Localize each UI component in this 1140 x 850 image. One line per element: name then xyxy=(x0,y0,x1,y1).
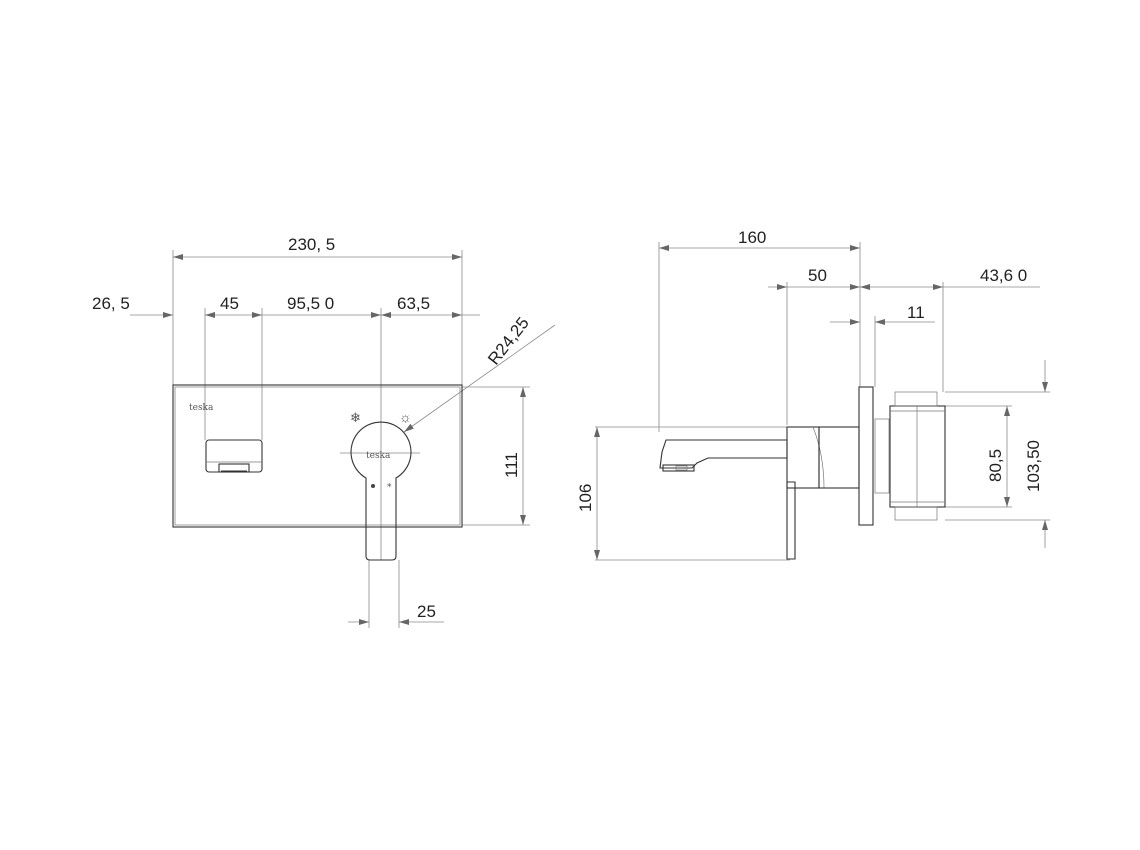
side-dimension-lines xyxy=(594,245,1048,560)
dim-left-offset: 26, 5 xyxy=(92,294,130,313)
side-spout xyxy=(659,439,788,472)
dim-handle-radius: R24,25 xyxy=(484,314,533,369)
side-extension-lines xyxy=(595,242,1050,561)
spout-outlet xyxy=(205,439,263,473)
dim-box-depth: 43,6 0 xyxy=(980,266,1027,285)
dim-handle-to-edge: 63,5 xyxy=(397,294,430,313)
dim-projection: 160 xyxy=(738,228,766,247)
logo-text-handle: teska xyxy=(366,451,391,461)
dim-lever-width: 25 xyxy=(417,602,436,621)
dim-plate-gap: 11 xyxy=(907,303,925,322)
dim-box-inner-height: 80,5 xyxy=(986,449,1005,482)
dim-body-depth: 50 xyxy=(808,266,827,285)
front-dimension-lines xyxy=(130,254,556,625)
side-view: 160 50 43,6 0 11 106 80,5 103,50 xyxy=(576,228,1050,561)
front-plate xyxy=(172,384,463,528)
dim-box-outer-height: 103,50 xyxy=(1024,440,1043,492)
logo-text-plate: teska xyxy=(189,403,214,413)
hot-sun-icon: ☼ xyxy=(399,411,412,426)
dim-plate-height: 111 xyxy=(502,452,521,478)
front-view: * teska teska ❄ ☼ 230, 5 26, 5 45 95,5 0… xyxy=(92,235,556,628)
side-wall-plate xyxy=(858,386,890,526)
svg-text:*: * xyxy=(387,483,392,493)
cold-snowflake-icon: ❄ xyxy=(350,410,361,425)
side-body xyxy=(786,426,860,560)
dim-spout-to-handle: 95,5 0 xyxy=(287,294,334,313)
handle: * xyxy=(350,421,412,561)
dim-overall-width: 230, 5 xyxy=(288,235,335,254)
dim-spout-width: 45 xyxy=(220,294,239,313)
front-extension-lines xyxy=(172,250,530,628)
side-box xyxy=(889,391,946,521)
dim-height: 106 xyxy=(576,484,595,512)
